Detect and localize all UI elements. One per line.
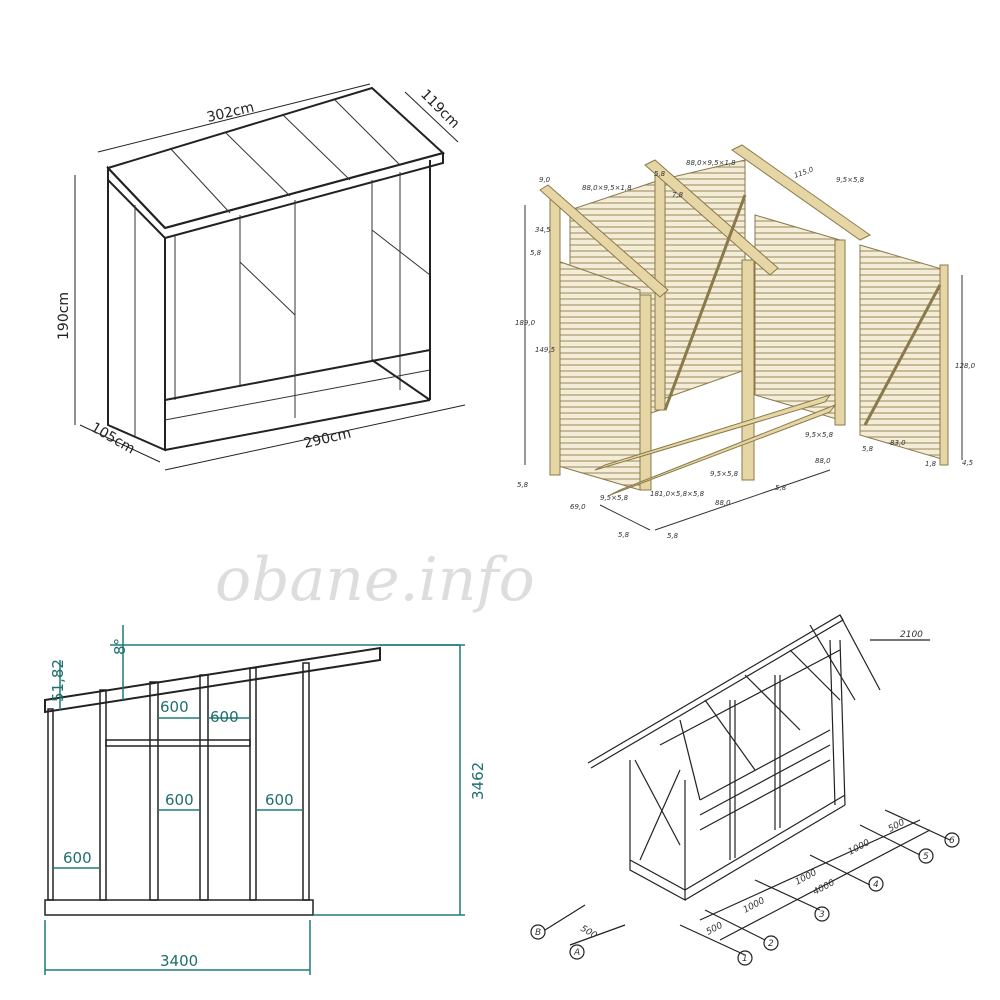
label-1495: 149,5 — [535, 346, 556, 354]
shed-outline-drawing: 302cm 119cm 190cm 105cm 290cm — [56, 83, 466, 471]
dim-spacing-3: 600 — [165, 791, 194, 809]
dim-total: 4000 — [812, 878, 837, 898]
axis-1: 1 — [742, 954, 748, 964]
dim-seg-3: 1000 — [794, 868, 819, 888]
dim-height: 190cm — [56, 292, 72, 340]
label-58c: 5,8 — [862, 445, 874, 453]
label-18: 1,8 — [925, 460, 937, 468]
axis-3: 3 — [819, 910, 825, 920]
axis-6: 6 — [949, 836, 955, 846]
label-58b: 5,8 — [530, 249, 542, 257]
label-58f: 5,8 — [618, 531, 630, 539]
watermark: obane.info — [215, 545, 535, 615]
label-joist: 9,5×5,8 — [600, 494, 629, 502]
label-88a: 88,0 — [815, 457, 831, 465]
label-58a: 5,8 — [654, 170, 666, 178]
dim-length-top: 302cm — [205, 99, 255, 125]
dim-height-2100: 2100 — [900, 630, 923, 640]
dim-seg-1: 500 — [705, 921, 725, 938]
label-58d: 5,8 — [775, 484, 787, 492]
label-88b: 88,0 — [715, 499, 731, 507]
label-69: 69,0 — [570, 503, 586, 511]
label-115: 115,0 — [793, 165, 815, 180]
axis-4: 4 — [873, 880, 879, 890]
dim-seg-4: 1000 — [847, 838, 872, 858]
dim-spacing-1: 600 — [160, 698, 189, 716]
axis-5: 5 — [923, 852, 929, 862]
dim-spacing-5: 600 — [63, 849, 92, 867]
label-slat-1: 88,0×9,5×1,8 — [582, 184, 632, 192]
dim-seg-5: 500 — [887, 818, 907, 835]
isometric-frame-drawing — [530, 614, 960, 966]
label-58e: 5,8 — [517, 481, 529, 489]
label-beam: 9,5×5,8 — [710, 470, 739, 478]
label-slat-2: 88,0×9,5×1,8 — [686, 159, 736, 167]
frame-elevation-drawing: 51,82 8° 600 600 600 600 600 3462 3400 — [44, 625, 487, 975]
dim-depth-bottom: 105cm — [88, 420, 138, 458]
axis-2: 2 — [768, 939, 774, 949]
slatted-shed-illustration: 88,0×9,5×1,8 88,0×9,5×1,8 9,0 5,8 7,8 11… — [515, 144, 976, 540]
label-345: 34,5 — [535, 226, 551, 234]
dim-overhang: 51,82 — [49, 659, 67, 702]
isometric-frame-labels: 2100 500 1000 1000 1000 500 4000 500 1 2… — [535, 630, 955, 964]
label-9: 9,0 — [539, 176, 551, 184]
dim-spacing-4: 600 — [265, 791, 294, 809]
dim-spacing-2: 600 — [210, 708, 239, 726]
label-rafter: 9,5×5,8 — [836, 176, 865, 184]
axis-b: B — [535, 928, 541, 938]
dim-height: 3462 — [469, 762, 487, 800]
label-58g: 5,8 — [667, 532, 679, 540]
label-post: 9,5×5,8 — [805, 431, 834, 439]
label-78: 7,8 — [672, 191, 684, 199]
dim-length-bottom: 290cm — [302, 425, 352, 451]
axis-a: A — [573, 948, 580, 958]
dim-roof-angle: 8° — [111, 638, 129, 655]
label-83: 83,0 — [890, 439, 906, 447]
label-181: 181,0×5,8×5,8 — [650, 490, 705, 498]
label-128: 128,0 — [955, 362, 976, 370]
dim-width: 3400 — [160, 952, 198, 970]
label-45: 4,5 — [962, 459, 974, 467]
